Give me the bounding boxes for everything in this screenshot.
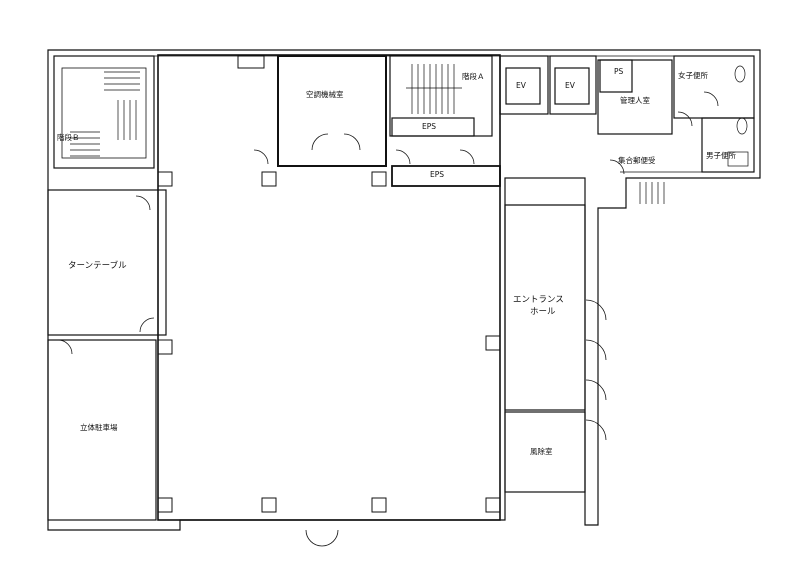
- stair-b-steps: [70, 71, 140, 157]
- mens-wc-room: [701, 117, 755, 173]
- windbreak-room: [504, 411, 586, 493]
- windbreak-label: 風除室: [530, 447, 553, 456]
- womens-wc-room: [673, 55, 755, 119]
- columns: [157, 55, 501, 513]
- elevator-1-label: EV: [516, 81, 526, 90]
- elevator-shaft-1: [499, 55, 549, 115]
- toilet-fixtures: [727, 65, 749, 167]
- ps-label: PS: [614, 67, 624, 76]
- eps-lower-box: [391, 165, 501, 187]
- ac-room: [277, 55, 387, 167]
- turntable-room: [47, 189, 167, 336]
- entrance-steps: [639, 182, 665, 204]
- elevator-car-1: [505, 67, 541, 105]
- outer-wall-inner-line: [54, 55, 755, 173]
- stair-b-room: [53, 55, 155, 169]
- main-hall: [157, 54, 501, 521]
- stair-a-room: [389, 55, 493, 137]
- manager-room: [597, 59, 673, 135]
- eps-upper-label: EPS: [422, 122, 437, 131]
- entrance-hall-label-line2: ホール: [530, 307, 556, 317]
- ac-room-label: 空調機械室: [306, 90, 344, 99]
- parking-room: [47, 339, 157, 521]
- stair-a-label: 階段Ａ: [462, 72, 485, 81]
- entrance-hall-room: [504, 177, 586, 411]
- mens-wc-label: 男子便所: [706, 151, 736, 160]
- elevator-car-2: [554, 67, 590, 105]
- entrance-hall-label-line1: エントランス: [513, 295, 564, 305]
- outer-wall: [47, 49, 761, 531]
- door-swings: [57, 91, 719, 547]
- elevator-2-label: EV: [565, 81, 575, 90]
- womens-wc-label: 女子便所: [678, 71, 708, 80]
- turntable-label: ターンテーブル: [68, 261, 127, 271]
- parking-label: 立体駐車場: [80, 423, 118, 432]
- eps-lower-label: EPS: [430, 170, 445, 179]
- stair-b-label: 階段Ｂ: [57, 133, 80, 142]
- manager-room-label: 管理人室: [620, 96, 650, 105]
- mail-box-label: 集合郵便受: [618, 156, 656, 165]
- stair-a-steps: [406, 64, 462, 114]
- elevator-shaft-2: [549, 55, 597, 115]
- eps-upper-box: [391, 117, 475, 137]
- stair-b-core: [61, 67, 147, 159]
